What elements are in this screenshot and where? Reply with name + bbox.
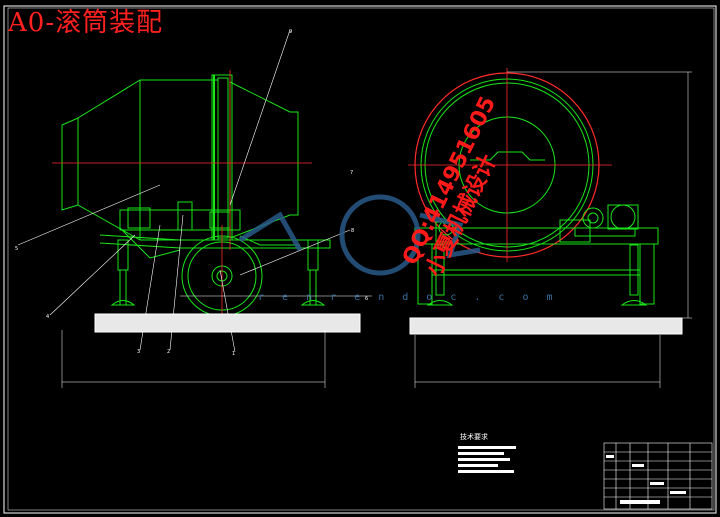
leaders	[17, 29, 351, 353]
balloon-5: 5	[15, 246, 18, 252]
watermark-logo	[238, 194, 481, 276]
balloon-4: 4	[46, 314, 49, 320]
watermark-site: r e n r e n d o c . c o m	[258, 292, 559, 303]
dimensions-left	[61, 295, 372, 388]
balloon-1: 1	[232, 351, 235, 357]
balloon-3: 3	[137, 349, 140, 355]
ground-right	[409, 317, 683, 335]
balloon-8: 8	[351, 228, 354, 234]
drawing-title: A0-滚筒装配	[8, 8, 164, 38]
balloon-9: 9	[289, 29, 292, 35]
sheet-border	[3, 5, 717, 514]
title-block-fill	[606, 455, 686, 504]
drum-body	[77, 79, 219, 241]
tech-requirements-label: 技术要求	[460, 433, 488, 441]
tech-requirements-block	[458, 446, 516, 473]
ground-left	[94, 313, 361, 333]
title-block	[603, 442, 713, 510]
balloon-2: 2	[167, 349, 170, 355]
side-view	[61, 74, 331, 317]
balloon-7: 7	[350, 170, 353, 176]
motor	[610, 204, 636, 230]
front-centerlines	[408, 68, 612, 262]
dimensions-right	[414, 71, 692, 388]
drum-opening	[61, 117, 79, 211]
balloon-6: 6	[365, 296, 368, 302]
balloon-labels: 9 5 4 3 2 1 8 7 6	[15, 29, 368, 357]
inner-frame	[7, 7, 715, 511]
side-centerlines	[52, 70, 312, 325]
